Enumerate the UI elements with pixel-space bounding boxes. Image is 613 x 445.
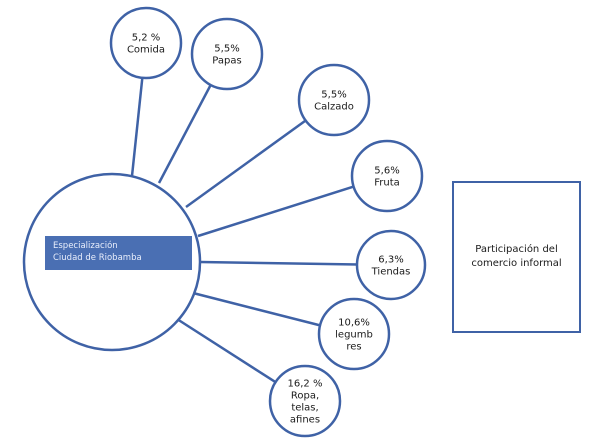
node-circle-tiendas	[355, 229, 427, 301]
legend-line-1: Participación del	[475, 244, 558, 255]
node-circle-legumbres	[317, 297, 391, 371]
node-circle-fruta	[350, 139, 424, 213]
node-label-legumbres-2: legumb	[335, 330, 373, 341]
node-label-fruta-2: Fruta	[374, 178, 400, 189]
node-calzado: 5,5%Calzado	[297, 63, 371, 137]
node-label-tiendas-2: Tiendas	[371, 267, 411, 278]
node-circle-ropa	[268, 364, 342, 438]
node-fruta: 5,6%Fruta	[350, 139, 424, 213]
hub-label-line-1: Especialización	[53, 241, 118, 251]
legend-line-2: comercio informal	[471, 258, 562, 269]
node-label-ropa-4: afines	[290, 415, 320, 426]
node-label-ropa-1: 16,2 %	[288, 379, 323, 390]
node-label-legumbres-3: res	[346, 342, 361, 353]
node-label-comida-2: Comida	[127, 45, 165, 56]
node-label-papas-2: Papas	[212, 56, 241, 67]
spokes	[130, 42, 392, 403]
node-label-ropa-3: telas,	[291, 403, 318, 414]
node-label-legumbres-1: 10,6%	[338, 318, 370, 329]
node-label-tiendas-1: 6,3%	[378, 255, 403, 266]
node-comida: 5,2 %Comida	[109, 6, 183, 80]
node-papas: 5,5%Papas	[190, 17, 264, 91]
node-tiendas: 6,3%Tiendas	[355, 229, 427, 301]
node-circle-papas	[190, 17, 264, 91]
node-ropa: 16,2 %Ropa,telas,afines	[268, 364, 342, 438]
node-label-papas-1: 5,5%	[214, 44, 239, 55]
hub-label: Especialización Ciudad de Riobamba	[45, 236, 192, 270]
node-label-fruta-1: 5,6%	[374, 166, 399, 177]
node-label-ropa-2: Ropa,	[291, 391, 319, 402]
node-label-calzado-1: 5,5%	[321, 90, 346, 101]
node-label-comida-1: 5,2 %	[132, 33, 161, 44]
node-circle-comida	[109, 6, 183, 80]
legend-box: Participación del comercio informal	[452, 181, 581, 333]
hub-label-line-2: Ciudad de Riobamba	[53, 253, 142, 263]
node-label-calzado-2: Calzado	[314, 102, 354, 113]
node-circle-calzado	[297, 63, 371, 137]
